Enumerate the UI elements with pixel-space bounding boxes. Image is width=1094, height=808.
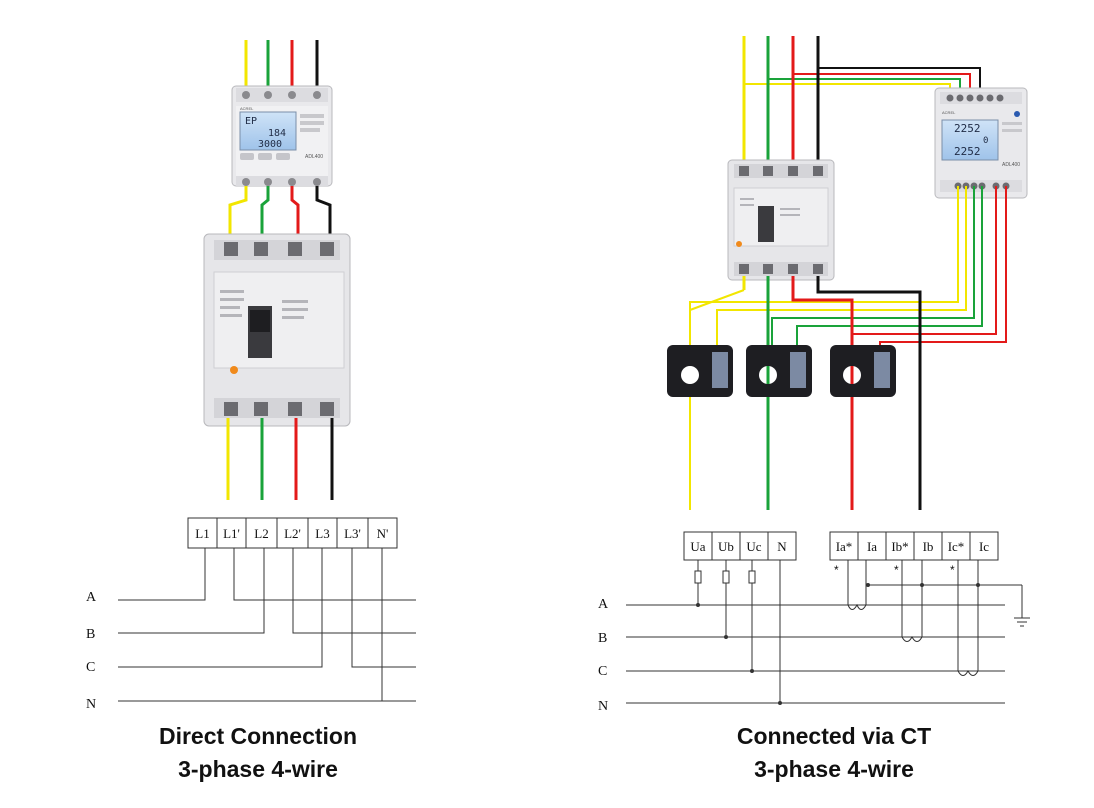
left-meter-brand: ACREL: [240, 106, 254, 111]
left-phase-label-N: N: [86, 697, 96, 712]
ct-phase-a: [667, 345, 733, 397]
left-outgoing-wires: [226, 418, 334, 500]
left-terminal-L3-prime: L3': [344, 526, 361, 541]
left-schematic-lines: [118, 548, 416, 702]
right-phase-label-A: A: [598, 597, 609, 612]
right-phase-label-C: C: [598, 664, 607, 679]
left-terminal-L2: L2: [254, 526, 268, 541]
right-lcd-line-1: 2252: [954, 122, 981, 135]
terminal-Ib: Ib: [923, 539, 934, 554]
left-meter-lcd: [239, 111, 297, 151]
terminal-Ub: Ub: [718, 539, 734, 554]
left-energy-meter: EP 184 3000 ADL400 ACREL: [231, 85, 333, 187]
left-phase-label-B: B: [86, 627, 95, 642]
right-subtitle: 3-phase 4-wire: [754, 756, 914, 782]
left-meter-button-1: [240, 153, 254, 160]
right-lcd-line-2: 0: [983, 136, 988, 146]
ct-phase-c: [830, 345, 896, 397]
left-phase-label-A: A: [86, 590, 97, 605]
terminal-Ua: Ua: [690, 539, 705, 554]
left-terminal-L1-prime: L1': [223, 526, 240, 541]
terminal-N: N: [777, 539, 787, 554]
ct-phase-b: [746, 345, 812, 397]
left-terminal-L2-prime: L2': [284, 526, 301, 541]
left-meter-button-3: [276, 153, 290, 160]
left-caption: Direct Connection 3-phase 4-wire: [108, 720, 408, 786]
terminal-Ib-star: Ib*: [891, 539, 908, 554]
right-circuit-breaker: [727, 159, 835, 281]
schematic-junction-dots: [696, 583, 980, 705]
right-meter-lcd: [941, 119, 999, 161]
right-lcd-line-3: 2252: [954, 145, 981, 158]
left-subtitle: 3-phase 4-wire: [178, 756, 338, 782]
polarity-mark-a: *: [834, 563, 839, 577]
right-outgoing-wires: [689, 276, 922, 510]
right-current-terminal-block: [829, 531, 999, 561]
right-meter-brand: ACREL: [942, 110, 956, 115]
left-terminal-block: L1 L1' L2 L2' L3 L3' N': [187, 517, 398, 549]
terminal-Ia-star: Ia*: [836, 539, 853, 554]
right-phase-label-N: N: [598, 699, 608, 714]
right-phase-label-B: B: [598, 631, 607, 646]
left-meter-model: ADL400: [305, 154, 323, 160]
left-lcd-line-1: EP: [245, 116, 257, 127]
right-title: Connected via CT: [736, 723, 932, 749]
left-phase-label-C: C: [86, 660, 95, 675]
right-energy-meter: 2252 0 2252 ADL400 ACREL: [934, 87, 1028, 199]
left-terminal-N-prime: N': [377, 526, 389, 541]
right-meter-model: ADL400: [1002, 162, 1020, 168]
terminal-Ic-star: Ic*: [948, 539, 965, 554]
left-circuit-breaker: [203, 233, 351, 427]
left-lcd-line-2: 184: [268, 128, 286, 139]
right-incoming-wires: [742, 36, 820, 168]
polarity-mark-c: *: [950, 563, 955, 577]
right-breaker-handle: [758, 206, 774, 242]
terminal-Ia: Ia: [867, 539, 877, 554]
left-incoming-wires: [244, 40, 319, 88]
right-schematic-lines: [626, 560, 1030, 704]
right-diagram: 2252 0 2252 ADL400 ACREL: [598, 36, 1030, 714]
right-voltage-terminal-block: [683, 531, 797, 561]
left-diagram: EP 184 3000 ADL400 ACREL: [86, 40, 416, 712]
left-title: Direct Connection: [158, 723, 358, 749]
left-terminal-L1: L1: [195, 526, 209, 541]
left-lcd-line-3: 3000: [258, 139, 282, 150]
terminal-Uc: Uc: [746, 539, 761, 554]
left-terminal-L3: L3: [315, 526, 329, 541]
left-meter-button-2: [258, 153, 272, 160]
polarity-mark-b: *: [894, 563, 899, 577]
right-caption: Connected via CT 3-phase 4-wire: [684, 720, 984, 786]
terminal-Ic: Ic: [979, 539, 989, 554]
left-meter-to-breaker-wires: [228, 186, 332, 240]
